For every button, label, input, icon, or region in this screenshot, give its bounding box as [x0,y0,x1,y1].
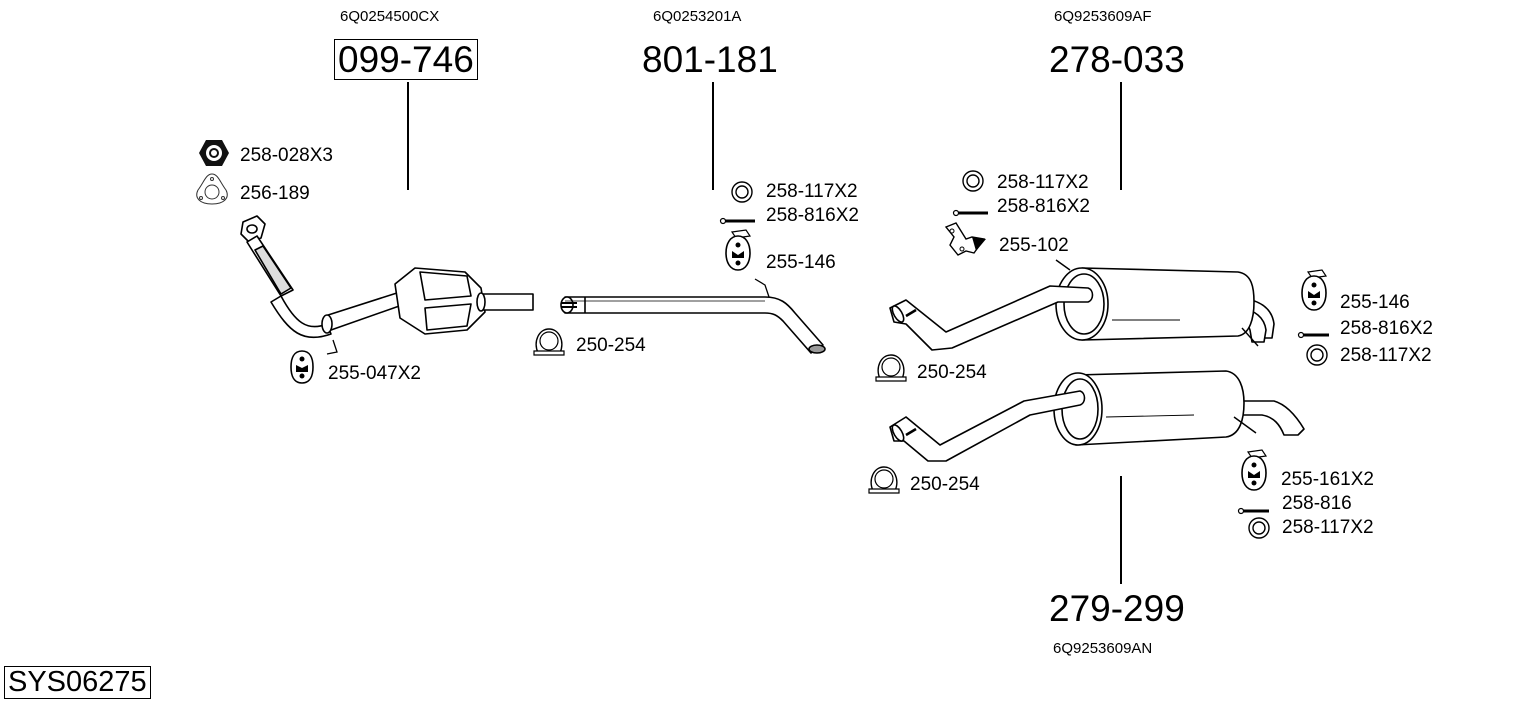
fitting-label[interactable]: 258-816X2 [997,196,1090,217]
oem-number-intermediate-pipe: 6Q0253201A [653,8,742,25]
part-number-rear-silencer-lower[interactable]: 279-299 [1049,588,1185,629]
bracket-icon [944,222,986,256]
rear-silencer-lower-drawing[interactable] [884,365,1305,465]
intermediate-pipe-drawing[interactable] [555,275,830,357]
fitting-label[interactable]: 250-254 [917,362,987,383]
rubber-hanger-icon [1241,449,1268,491]
oem-number-rear-silencer-upper: 6Q9253609AF [1054,8,1152,25]
fitting-label[interactable]: 255-102 [999,235,1069,256]
rubber-hanger-icon [290,350,314,384]
oem-number-rear-silencer-lower: 6Q9253609AN [1053,640,1153,657]
fitting-label[interactable]: 256-189 [240,183,310,204]
fitting-label[interactable]: 258-028X3 [240,145,333,166]
washer-icon [1248,517,1270,539]
bolt-icon [952,209,988,217]
rubber-hanger-icon [1301,269,1328,311]
pipe-clamp-icon [533,328,565,356]
bolt-icon [1297,331,1329,339]
fitting-label[interactable]: 250-254 [576,335,646,356]
fitting-label[interactable]: 255-146 [766,252,836,273]
bolt-icon [1237,507,1269,515]
fitting-label[interactable]: 258-117X2 [997,172,1089,193]
catalytic-converter-drawing[interactable] [235,212,545,355]
fitting-label[interactable]: 255-146 [1340,292,1410,313]
pipe-clamp-icon [875,354,907,382]
rubber-hanger-icon [725,229,752,271]
nut-icon [199,140,229,166]
leader-line-rear-silencer-lower [1120,476,1122,584]
fitting-label[interactable]: 258-117X2 [1340,345,1432,366]
part-number-rear-silencer-upper[interactable]: 278-033 [1049,39,1185,80]
fitting-label[interactable]: 258-816 [1282,493,1352,514]
washer-icon [731,181,753,203]
fitting-label[interactable]: 255-047X2 [328,363,421,384]
fitting-label[interactable]: 258-117X2 [766,181,858,202]
oem-number-catalytic-converter: 6Q0254500CX [340,8,440,25]
system-code: SYS06275 [4,666,151,699]
leader-line-catalytic-converter [407,82,409,190]
fitting-label[interactable]: 258-816X2 [766,205,859,226]
fitting-label[interactable]: 255-161X2 [1281,469,1374,490]
washer-icon [962,170,984,192]
fitting-label[interactable]: 258-816X2 [1340,318,1433,339]
leader-line-rear-silencer-upper [1120,82,1122,190]
fitting-label[interactable]: 258-117X2 [1282,517,1374,538]
flange-gasket-icon [196,173,228,205]
bolt-icon [719,217,755,225]
part-number-intermediate-pipe[interactable]: 801-181 [642,39,778,80]
pipe-clamp-icon [868,466,900,494]
washer-icon [1306,344,1328,366]
rear-silencer-upper-drawing[interactable] [880,258,1285,358]
part-number-catalytic-converter[interactable]: 099-746 [334,39,478,80]
leader-line-intermediate-pipe [712,82,714,190]
fitting-label[interactable]: 250-254 [910,474,980,495]
